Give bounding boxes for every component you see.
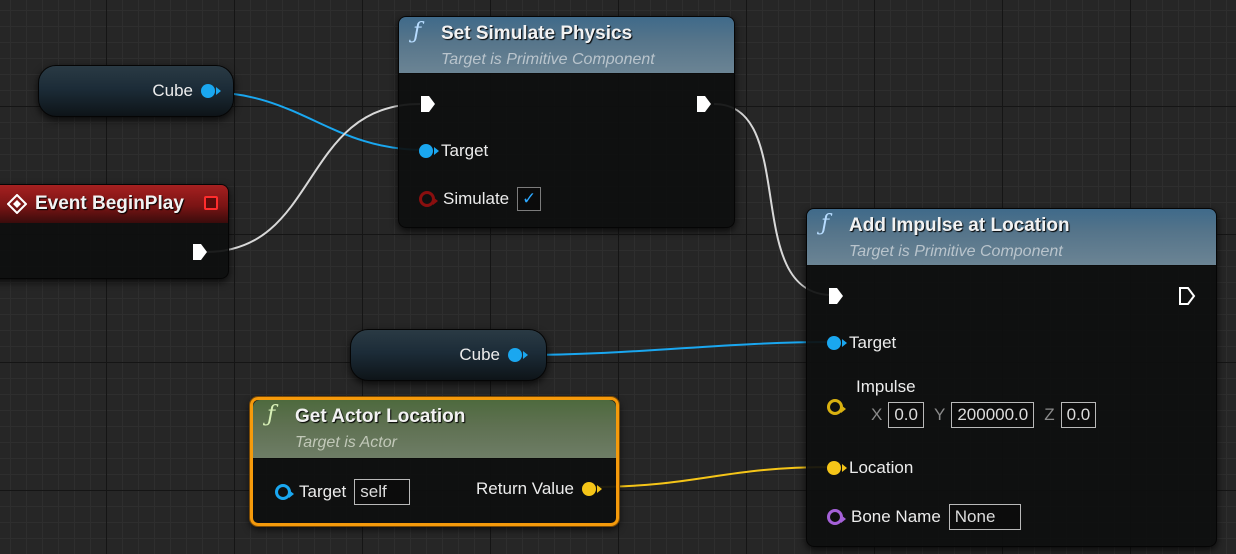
add-impulse-at-location-node[interactable]: ƒ Add Impulse at Location Target is Prim…	[806, 208, 1217, 547]
get-actor-location-target-label: Target	[299, 482, 347, 501]
return-value-label: Return Value	[476, 479, 574, 498]
set-simulate-physics-header: ƒ Set Simulate Physics Target is Primiti…	[399, 17, 734, 74]
event-beginplay-exec-out-pin[interactable]	[191, 242, 209, 262]
event-diamond-icon	[7, 194, 27, 214]
bone-name-row: Bone Name None	[827, 504, 1021, 530]
cube-variable-node-top[interactable]: Cube	[38, 65, 234, 117]
get-actor-location-node[interactable]: ƒ Get Actor Location Target is Actor Tar…	[250, 397, 619, 526]
cube-variable-node-bottom[interactable]: Cube	[350, 329, 547, 381]
get-actor-location-return-row: Return Value	[476, 479, 602, 499]
bone-name-label: Bone Name	[851, 507, 941, 526]
impulse-z-field[interactable]: 0.0	[1060, 402, 1097, 428]
add-impulse-target-label: Target	[849, 333, 897, 352]
impulse-z-axis-label: Z	[1044, 405, 1055, 424]
simulate-checkbox[interactable]: ✓	[517, 187, 542, 211]
cube-output-pin[interactable]	[201, 84, 221, 98]
add-impulse-target-pin[interactable]	[827, 336, 847, 350]
add-impulse-subtitle: Target is Primitive Component	[849, 243, 1063, 260]
add-impulse-exec-in-pin[interactable]	[827, 286, 845, 306]
check-icon: ✓	[522, 189, 537, 208]
add-impulse-exec-out-pin[interactable]	[1178, 286, 1196, 306]
add-impulse-header: ƒ Add Impulse at Location Target is Prim…	[807, 209, 1216, 266]
return-value-pin[interactable]	[582, 482, 602, 496]
event-beginplay-node[interactable]: Event BeginPlay	[0, 184, 229, 279]
event-beginplay-title: Event BeginPlay	[35, 193, 184, 214]
delegate-pin-icon[interactable]	[204, 196, 218, 210]
get-actor-location-header: ƒ Get Actor Location Target is Actor	[253, 400, 616, 459]
impulse-label: Impulse	[856, 377, 916, 396]
impulse-x-axis-label: X	[871, 405, 883, 424]
get-actor-location-target-row: Target self	[275, 479, 411, 505]
event-beginplay-header: Event BeginPlay	[0, 185, 228, 223]
location-pin[interactable]	[827, 461, 847, 475]
impulse-x-field[interactable]: 0.0	[888, 402, 924, 428]
wire-location-to-add-impulse-location[interactable]	[587, 466, 833, 488]
set-simulate-physics-node[interactable]: ƒ Set Simulate Physics Target is Primiti…	[398, 16, 735, 228]
impulse-fields-row: X 0.0 Y 200000.0 Z 0.0	[871, 402, 1097, 428]
target-self-field[interactable]: self	[354, 479, 411, 505]
add-impulse-title: Add Impulse at Location	[849, 215, 1070, 236]
location-row: Location	[827, 458, 913, 478]
set-simulate-target-pin[interactable]	[419, 144, 439, 158]
set-simulate-physics-title: Set Simulate Physics	[441, 23, 633, 44]
cube-output-pin-row: Cube	[152, 81, 221, 101]
bone-name-field[interactable]: None	[948, 504, 1021, 530]
simulate-label: Simulate	[443, 189, 510, 208]
get-actor-location-target-pin[interactable]	[275, 484, 294, 500]
cube-bottom-label: Cube	[459, 345, 500, 364]
cube-bottom-output-pin[interactable]	[508, 348, 528, 362]
cube-bottom-output-pin-row: Cube	[459, 345, 528, 365]
set-simulate-exec-out-pin[interactable]	[695, 94, 713, 114]
bone-name-pin[interactable]	[827, 509, 846, 525]
impulse-y-field[interactable]: 200000.0	[951, 402, 1035, 428]
cube-label: Cube	[152, 81, 193, 100]
set-simulate-physics-subtitle: Target is Primitive Component	[441, 51, 655, 68]
get-actor-location-subtitle: Target is Actor	[295, 434, 397, 451]
set-simulate-exec-in-pin[interactable]	[419, 94, 437, 114]
impulse-vector-pin[interactable]	[827, 399, 846, 415]
add-impulse-target-row: Target	[827, 333, 896, 353]
wire-cube-to-set-simulate-target[interactable]	[204, 91, 426, 151]
set-simulate-target-row: Target	[419, 141, 488, 161]
function-icon: ƒ	[267, 402, 276, 427]
function-icon: ƒ	[821, 211, 830, 236]
impulse-label-row: Impulse	[856, 377, 916, 397]
get-actor-location-title: Get Actor Location	[295, 406, 466, 427]
location-label: Location	[849, 458, 914, 477]
function-icon: ƒ	[413, 19, 422, 44]
set-simulate-target-label: Target	[441, 141, 489, 160]
impulse-y-axis-label: Y	[933, 405, 946, 424]
simulate-bool-pin[interactable]	[419, 191, 438, 207]
wire-beginplay-to-set-simulate-exec[interactable]	[205, 103, 421, 253]
set-simulate-simulate-row: Simulate ✓	[419, 187, 542, 211]
wire-cube-to-add-impulse-target[interactable]	[517, 341, 833, 356]
